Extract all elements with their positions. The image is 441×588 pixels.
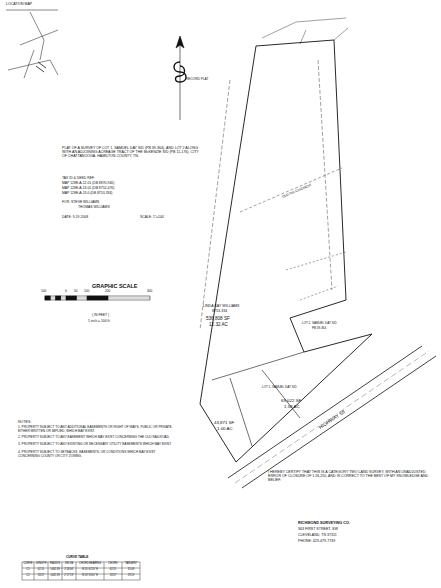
plat-label: PB 39-364	[312, 327, 326, 330]
table-cell: DELTA	[65, 563, 73, 566]
plat-label: CLEVELAND, TN 37311	[298, 533, 337, 537]
plat-label: 536,808 SF	[206, 316, 230, 321]
plat-label: CURVE TABLE	[66, 556, 88, 560]
table-cell: C1	[26, 569, 29, 572]
note-text: 3. PROPERTY SUBJECT TO ANY EXISTING OR N…	[18, 443, 178, 447]
plat-label: TAX ID & DEED REF:	[62, 177, 95, 181]
scale-number: 0	[65, 290, 67, 294]
table-cell: 1462.39	[50, 569, 59, 572]
table-cell: 58.37	[110, 575, 117, 578]
note-text: 2. PROPERTY SUBJECT TO ANY EASEMENT WHIC…	[18, 436, 178, 440]
table-cell: 2°26'06"	[64, 569, 74, 572]
plat-label: NOTES:	[18, 420, 31, 424]
table-cell: CURVE	[23, 563, 32, 566]
scale-number: 400	[147, 290, 152, 294]
plat-label: GRAPHIC SCALE	[92, 283, 138, 289]
plat-label: RICHMOND SURVEYING CO.	[298, 521, 350, 525]
table-cell: TANGENT	[125, 563, 137, 566]
plat-label: OLD TVA EASEMENT	[282, 184, 313, 200]
table-cell: 1462.39	[50, 575, 59, 578]
plat-label: MAP 128E-A-13.01 (DB 8752-476)	[62, 187, 114, 191]
table-cell: N 53°19'41" E	[82, 575, 98, 578]
plat-label: PHONE: 423-479-7749	[298, 539, 335, 543]
table-cell: C2	[26, 575, 29, 578]
table-cell: 62.15	[110, 569, 117, 572]
plat-title: PLAT OF A SURVEY OF LOT 1, SAMUEL DAY S/…	[62, 146, 202, 158]
plat-label: FOR: STEVE WILLIAMS	[62, 201, 99, 205]
table-cell: N 55°41'20" E	[82, 569, 98, 572]
note-text: 4. PROPERTY SUBJECT TO SETBACKS, EASEMEN…	[18, 451, 178, 458]
scale-number: 50	[74, 290, 78, 294]
plat-label: 1 inch = 100 ft.	[88, 320, 110, 324]
table-cell: LENGTH	[36, 563, 47, 566]
scale-number: 200	[105, 290, 110, 294]
plat-label: DATE: 9-19-2008	[62, 216, 88, 220]
plat-label: RECORD PLAT	[186, 78, 208, 82]
table-cell: RADIUS	[50, 563, 60, 566]
plat-label: 8753-334	[212, 309, 227, 313]
plat-label: SCALE: 1"=100'	[140, 216, 164, 220]
plat-label: 69,022 SF	[281, 398, 301, 403]
plat-label: 1.00 AC	[217, 426, 233, 431]
plat-label: 12.32 AC	[209, 322, 228, 327]
plat-label: ( IN FEET )	[92, 314, 109, 318]
plat-label: MAP 128E-A-13.0 (DB 8753-334)	[62, 192, 112, 196]
plat-label: LOT 2, SAMUEL DAY S/D	[302, 322, 337, 325]
plat-label: 1.58 AC	[284, 404, 300, 409]
plat-label: LOT 1, SAMUEL DAY S/D	[262, 386, 297, 389]
plat-label: LINDA KAY WILLIAMS	[203, 304, 239, 308]
plat-label: MAP 128E-A-12.01 (DB 8870-940)	[62, 182, 114, 186]
plat-label: I HEREBY CERTIFY THAT THIS IS A CATEGORY…	[268, 470, 436, 482]
table-cell: CHORD BEARING	[79, 563, 101, 566]
table-cell: CHORD	[108, 563, 118, 566]
plat-label: 363 FIRST STREET, SW	[298, 527, 338, 531]
table-cell: 62.15	[38, 569, 45, 572]
table-cell: 2°17'13"	[64, 575, 74, 578]
table-cell: 31.08	[128, 569, 135, 572]
plat-label: LOCATION MAP	[6, 2, 32, 6]
note-text: 1. PROPERTY SUBJECT TO ANY ADDITIONAL EA…	[18, 426, 178, 433]
table-cell: 29.19	[128, 575, 135, 578]
plat-label: THOMAS WILLIAMS	[78, 206, 110, 210]
plat-label: 43,871 SF	[214, 420, 234, 425]
table-cell: 58.37	[38, 575, 45, 578]
scale-number: 100	[84, 290, 89, 294]
scale-number: 100	[41, 290, 46, 294]
